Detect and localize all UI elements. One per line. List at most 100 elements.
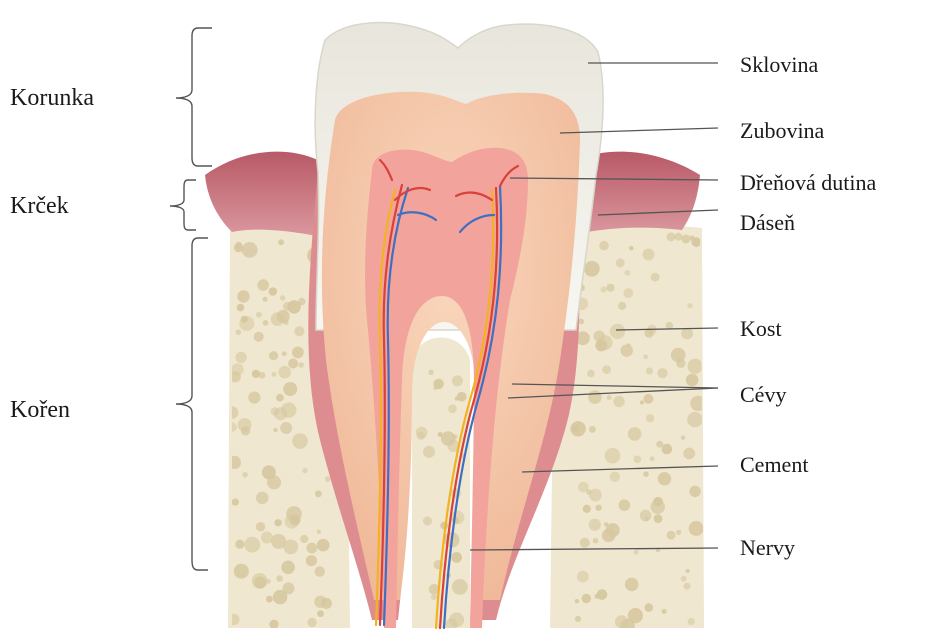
bone-spot	[448, 405, 457, 414]
bone-spot	[619, 499, 631, 511]
bone-spot	[281, 561, 295, 575]
bone-spot	[588, 390, 602, 404]
bone-spot	[656, 441, 663, 448]
bone-spot	[452, 375, 463, 386]
bone-spot	[325, 476, 330, 481]
bone-spot	[657, 368, 667, 378]
bone-spot	[667, 232, 676, 241]
bone-spot	[261, 532, 273, 544]
bone-spot	[307, 618, 316, 627]
bone-spot	[433, 386, 437, 390]
label-neck: Krček	[10, 194, 69, 218]
bone-spot	[283, 382, 297, 396]
label-enamel: Sklovina	[740, 54, 818, 76]
bone-spot	[317, 610, 324, 617]
label-root: Kořen	[10, 398, 70, 422]
region-brackets	[170, 28, 212, 570]
bone-spot	[582, 594, 591, 603]
bone-spot	[601, 287, 607, 293]
bone-spot	[623, 288, 633, 298]
bone-spot	[643, 249, 655, 261]
bone-spot	[286, 506, 302, 522]
bone-spot	[231, 363, 243, 375]
bone-spot	[428, 370, 433, 375]
bone-spot	[613, 396, 624, 407]
bone-spot	[605, 448, 621, 464]
bone-spot	[595, 505, 601, 511]
bone-spot	[580, 538, 590, 548]
bone-spot	[423, 446, 435, 458]
bone-spot	[577, 571, 589, 583]
bone-spot	[256, 492, 269, 505]
bone-spot	[256, 312, 262, 318]
bone-spot	[634, 550, 639, 555]
bone-spot	[298, 362, 303, 367]
bone-spot	[283, 320, 288, 325]
bone-spot	[584, 261, 600, 277]
bone-spot	[254, 332, 264, 342]
bone-spot	[242, 242, 258, 258]
bone-spot	[610, 324, 625, 339]
bone-spot	[686, 374, 699, 387]
bone-spot	[599, 241, 609, 251]
bone-spot	[269, 351, 278, 360]
bone-spot	[676, 530, 681, 535]
bone-spot	[589, 519, 601, 531]
bone-spot	[269, 287, 278, 296]
bone-spot	[238, 418, 252, 432]
bone-spot	[280, 295, 285, 300]
bone-spot	[645, 603, 654, 612]
bone-spot	[602, 529, 616, 543]
bone-spot	[640, 510, 652, 522]
bone-spot	[242, 472, 248, 478]
bone-spot	[314, 596, 326, 608]
bone-spot	[681, 328, 693, 340]
bone-spot	[252, 370, 260, 378]
bone-spot	[689, 486, 700, 497]
bone-spot	[627, 343, 631, 347]
bone-spot	[232, 499, 239, 506]
bracket-neck	[170, 180, 196, 230]
bone-spot	[615, 615, 628, 628]
label-gum: Dáseň	[740, 212, 795, 234]
bone-spot	[634, 456, 642, 464]
bone-spot	[244, 537, 260, 553]
bone-spot	[583, 505, 591, 513]
bone-spot	[646, 368, 653, 375]
bone-spot	[257, 279, 269, 291]
bone-spot	[578, 482, 589, 493]
bone-spot	[651, 500, 665, 514]
bone-spot	[294, 326, 304, 336]
bone-spot	[628, 427, 642, 441]
bone-spot	[629, 246, 633, 250]
bone-spot	[271, 407, 280, 416]
bone-spot	[239, 316, 254, 331]
bone-spot	[646, 414, 654, 422]
bone-spot	[690, 396, 705, 411]
bone-spot	[595, 594, 600, 599]
bracket-root	[176, 238, 208, 570]
bone-spot	[683, 448, 695, 460]
bone-spot	[681, 235, 690, 244]
label-crown: Korunka	[10, 86, 94, 110]
bone-spot	[307, 543, 318, 554]
bone-spot	[625, 578, 639, 592]
bone-spot	[616, 258, 625, 267]
bone-spot	[315, 566, 325, 576]
bone-spot	[256, 522, 265, 531]
bone-spot	[273, 590, 287, 604]
bone-spot	[606, 284, 614, 292]
bone-spot	[570, 421, 585, 436]
bone-spot	[654, 514, 663, 523]
bone-spot	[675, 233, 683, 241]
bone-spot	[276, 575, 283, 582]
label-dentin: Zubovina	[740, 120, 824, 142]
bone-spot	[234, 243, 243, 252]
bone-spot	[300, 535, 308, 543]
bone-spot	[643, 471, 649, 477]
bone-spot	[263, 297, 268, 302]
bone-spot	[687, 303, 692, 308]
bone-spot	[662, 444, 673, 455]
bone-spot	[618, 302, 626, 310]
bone-spot	[287, 300, 300, 313]
